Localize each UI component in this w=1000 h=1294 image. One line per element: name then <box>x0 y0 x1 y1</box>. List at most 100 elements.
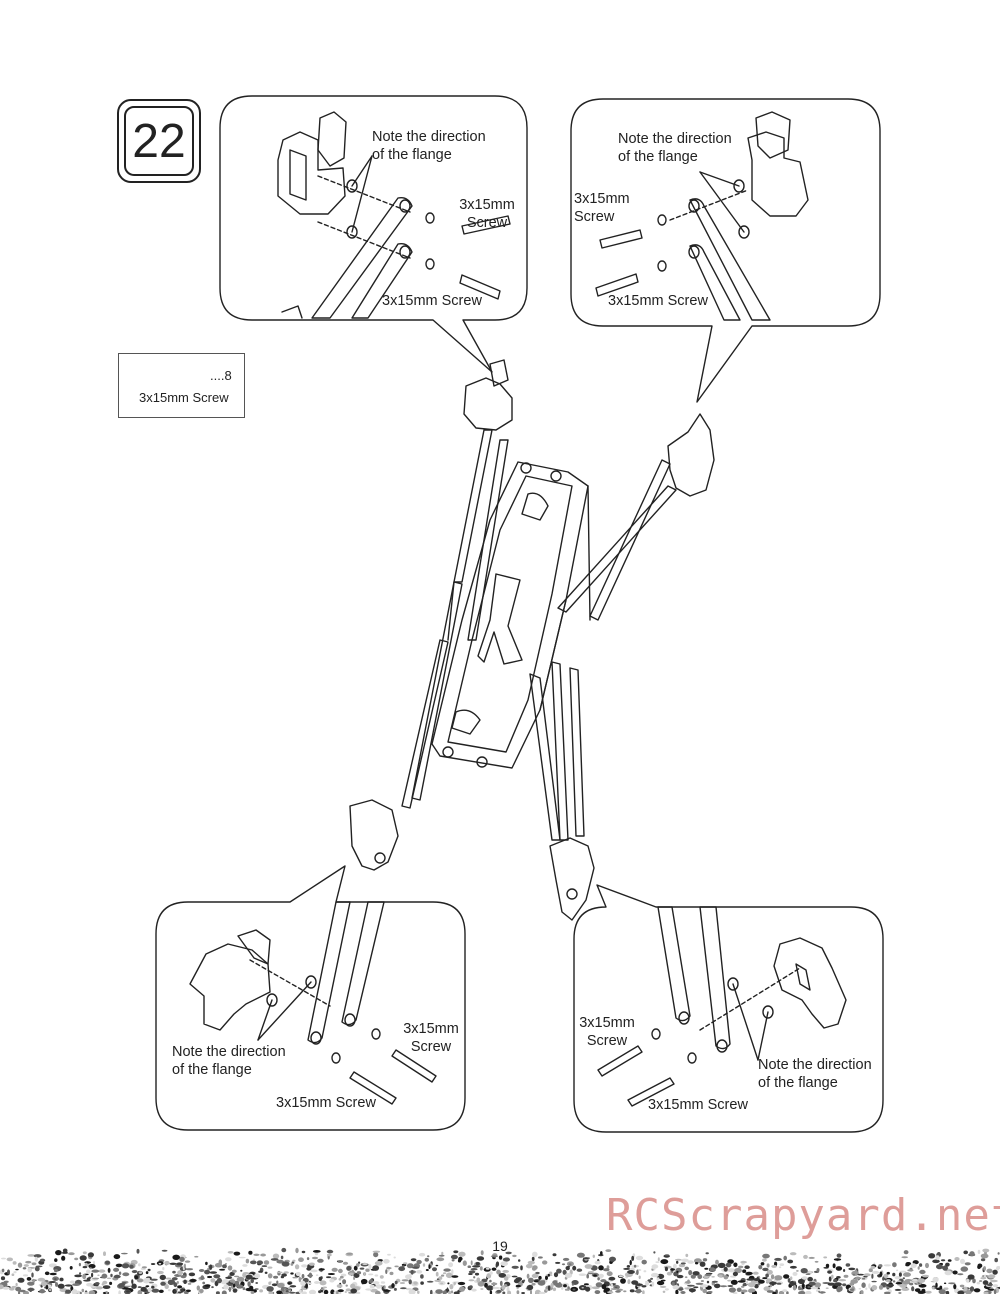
callout-bubble-bottom-left <box>155 865 466 1131</box>
gravel-stone <box>953 1284 957 1290</box>
gravel-stone <box>928 1253 936 1259</box>
gravel-stone <box>604 1287 610 1292</box>
gravel-stone <box>180 1275 187 1279</box>
gravel-stone <box>838 1279 847 1282</box>
gravel-stone <box>746 1278 755 1281</box>
gravel-stone <box>287 1288 291 1291</box>
gravel-stone <box>11 1273 15 1276</box>
gravel-stone <box>723 1266 728 1272</box>
gravel-stone <box>260 1253 266 1257</box>
gravel-stone <box>757 1282 761 1286</box>
gravel-stone <box>326 1253 332 1257</box>
gravel-stone <box>234 1280 240 1286</box>
gravel-stone <box>118 1271 122 1275</box>
gravel-stone <box>653 1251 656 1254</box>
gravel-stone <box>15 1282 18 1287</box>
gravel-stone <box>878 1264 883 1268</box>
gravel-stone <box>263 1260 270 1265</box>
gravel-stone <box>131 1270 138 1274</box>
gravel-stone <box>769 1281 778 1285</box>
gravel-stone <box>136 1278 144 1283</box>
gravel-stone <box>401 1279 409 1282</box>
gravel-stone <box>515 1284 521 1288</box>
gravel-stone <box>479 1266 483 1271</box>
gravel-stone <box>805 1290 812 1294</box>
gravel-stone <box>294 1264 300 1270</box>
gravel-stone <box>939 1285 943 1290</box>
gravel-stone <box>556 1268 562 1274</box>
gravel-stone <box>935 1282 938 1288</box>
gravel-stone <box>631 1255 635 1261</box>
gravel-stone <box>103 1251 106 1256</box>
gravel-stone <box>992 1269 998 1275</box>
gravel-stone <box>287 1282 291 1285</box>
gravel-stone <box>898 1291 902 1294</box>
detail-bottom-left <box>189 901 437 1105</box>
gravel-stone <box>552 1287 557 1292</box>
gravel-stone <box>959 1284 965 1288</box>
gravel-stone <box>762 1253 770 1259</box>
gravel-stone <box>774 1275 783 1281</box>
gravel-stone <box>138 1263 141 1267</box>
gravel-stone <box>336 1284 343 1288</box>
legend-label: 3x15mm Screw <box>139 390 229 405</box>
gravel-stone <box>871 1285 878 1291</box>
gravel-stone <box>618 1275 624 1278</box>
gravel-stone <box>814 1260 819 1263</box>
gravel-stone <box>738 1265 744 1269</box>
gravel-stone <box>476 1277 481 1283</box>
gravel-stone <box>236 1284 244 1289</box>
gravel-stone <box>65 1289 72 1294</box>
gravel-stone <box>219 1268 226 1271</box>
gravel-stone <box>532 1251 538 1258</box>
gravel-stone <box>253 1273 261 1279</box>
gravel-stone <box>221 1281 227 1285</box>
tr-screw-upper: 3x15mm Screw <box>574 190 630 226</box>
gravel-stone <box>608 1276 616 1281</box>
gravel-stone <box>694 1258 702 1264</box>
gravel-stone <box>537 1280 546 1286</box>
gravel-stone <box>635 1255 644 1261</box>
gravel-stone <box>886 1271 890 1275</box>
gravel-stone <box>762 1267 769 1272</box>
gravel-stone <box>151 1285 155 1289</box>
gravel-stone <box>636 1269 639 1276</box>
gravel-stone <box>469 1285 473 1289</box>
gravel-stone <box>730 1279 738 1285</box>
gravel-stone <box>711 1280 719 1283</box>
gravel-stone <box>245 1258 250 1264</box>
gravel-stone <box>122 1272 130 1277</box>
gravel-stone <box>113 1267 120 1272</box>
gravel-stone <box>427 1255 430 1258</box>
gravel-stone <box>963 1250 968 1255</box>
gravel-stone <box>301 1291 307 1294</box>
gravel-stone <box>298 1289 302 1294</box>
gravel-stone <box>901 1256 908 1259</box>
gravel-stone <box>925 1290 932 1294</box>
gravel-stone <box>383 1289 391 1292</box>
gravel-stone <box>964 1289 972 1294</box>
gravel-stone <box>385 1269 388 1274</box>
gravel-stone <box>520 1265 523 1271</box>
gravel-stone <box>394 1280 398 1285</box>
gravel-stone <box>583 1283 589 1286</box>
gravel-stone <box>250 1291 255 1294</box>
gravel-stone <box>77 1290 80 1294</box>
gravel-stone <box>523 1279 526 1282</box>
gravel-stone <box>980 1277 987 1280</box>
gravel-stone <box>491 1282 498 1286</box>
gravel-stone <box>308 1289 317 1294</box>
gravel-stone <box>204 1269 211 1275</box>
gravel-stone <box>527 1264 533 1268</box>
gravel-stone <box>167 1289 171 1292</box>
gravel-stone <box>595 1282 603 1288</box>
gravel-stone <box>965 1278 970 1283</box>
br-note-line1: Note the direction <box>758 1057 872 1073</box>
gravel-stone <box>704 1267 709 1270</box>
gravel-stone <box>555 1261 561 1264</box>
gravel-stone <box>687 1260 694 1264</box>
gravel-stone <box>905 1263 910 1267</box>
gravel-stone <box>89 1267 92 1270</box>
gravel-stone <box>623 1267 631 1270</box>
gravel-stone <box>467 1265 472 1268</box>
